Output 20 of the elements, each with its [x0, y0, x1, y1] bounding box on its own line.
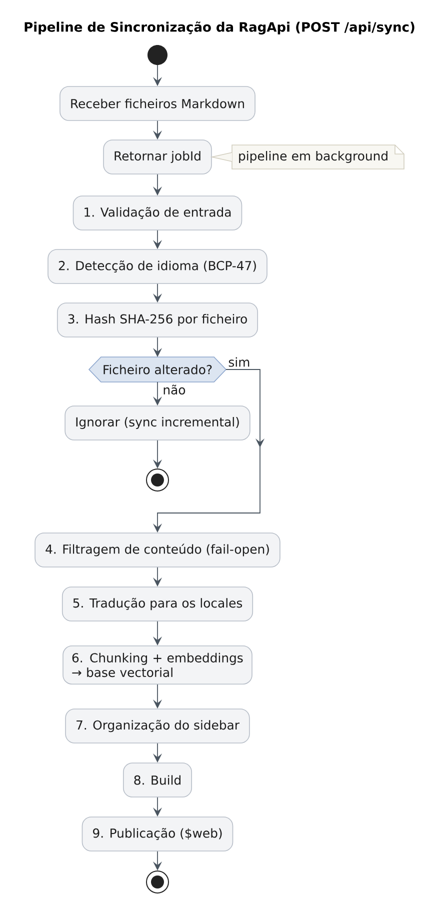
- edge-label: sim: [227, 356, 252, 368]
- end-circle: [146, 468, 169, 492]
- activity-box: 5. Tradução para os locales: [62, 586, 254, 622]
- note-box: pipeline em background: [232, 144, 404, 170]
- activity-box: 6. Chunking + embeddings → base vectorial: [62, 646, 252, 684]
- activity-box: Ignorar (sync incremental): [64, 406, 250, 440]
- note-connector: [210, 152, 232, 162]
- end-circle: [146, 870, 169, 894]
- activity-box: 2. Detecção de idioma (BCP-47): [48, 249, 268, 284]
- activity-box: 9. Publicação ($web): [82, 816, 234, 852]
- activity-box: Receber ficheiros Markdown: [60, 86, 256, 121]
- activity-box: 3. Hash SHA-256 por ficheiro: [56, 302, 258, 338]
- activity-box: Retornar jobId: [103, 140, 212, 174]
- start-dot: [148, 45, 168, 66]
- activity-box: 7. Organização do sidebar: [65, 708, 250, 744]
- edge-label: não: [162, 384, 187, 396]
- activity-box: 8. Build: [123, 762, 192, 798]
- activity-box: 1. Validação de entrada: [72, 196, 242, 230]
- title: Pipeline de Sincronização da RagApi (POST /api/sync): [24, 22, 414, 34]
- activity-box: 4. Filtragem de conteúdo (fail-open): [34, 532, 280, 568]
